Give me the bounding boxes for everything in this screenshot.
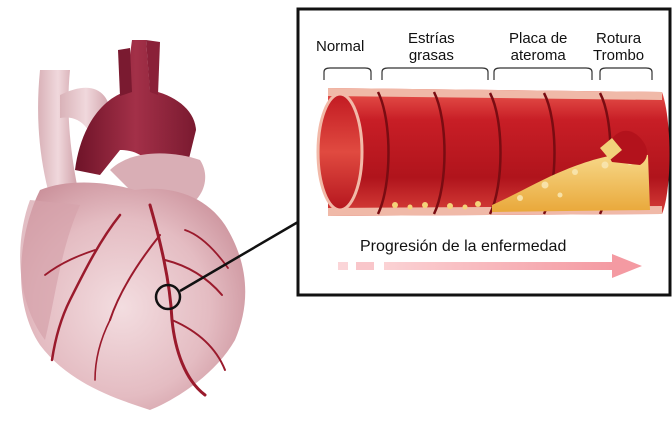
artery-cross-section — [318, 88, 670, 216]
stage-label-estrias-grasas: Estrías grasas — [408, 30, 455, 64]
heart-illustration — [20, 40, 298, 410]
stage-label-placa-ateroma: Placa de ateroma — [509, 30, 567, 64]
vena-cava — [38, 70, 78, 190]
stage-label-normal: Normal — [316, 38, 364, 55]
progress-label: Progresión de la enfermedad — [360, 238, 566, 256]
stage-label-rotura-trombo: Rotura Trombo — [593, 30, 644, 64]
